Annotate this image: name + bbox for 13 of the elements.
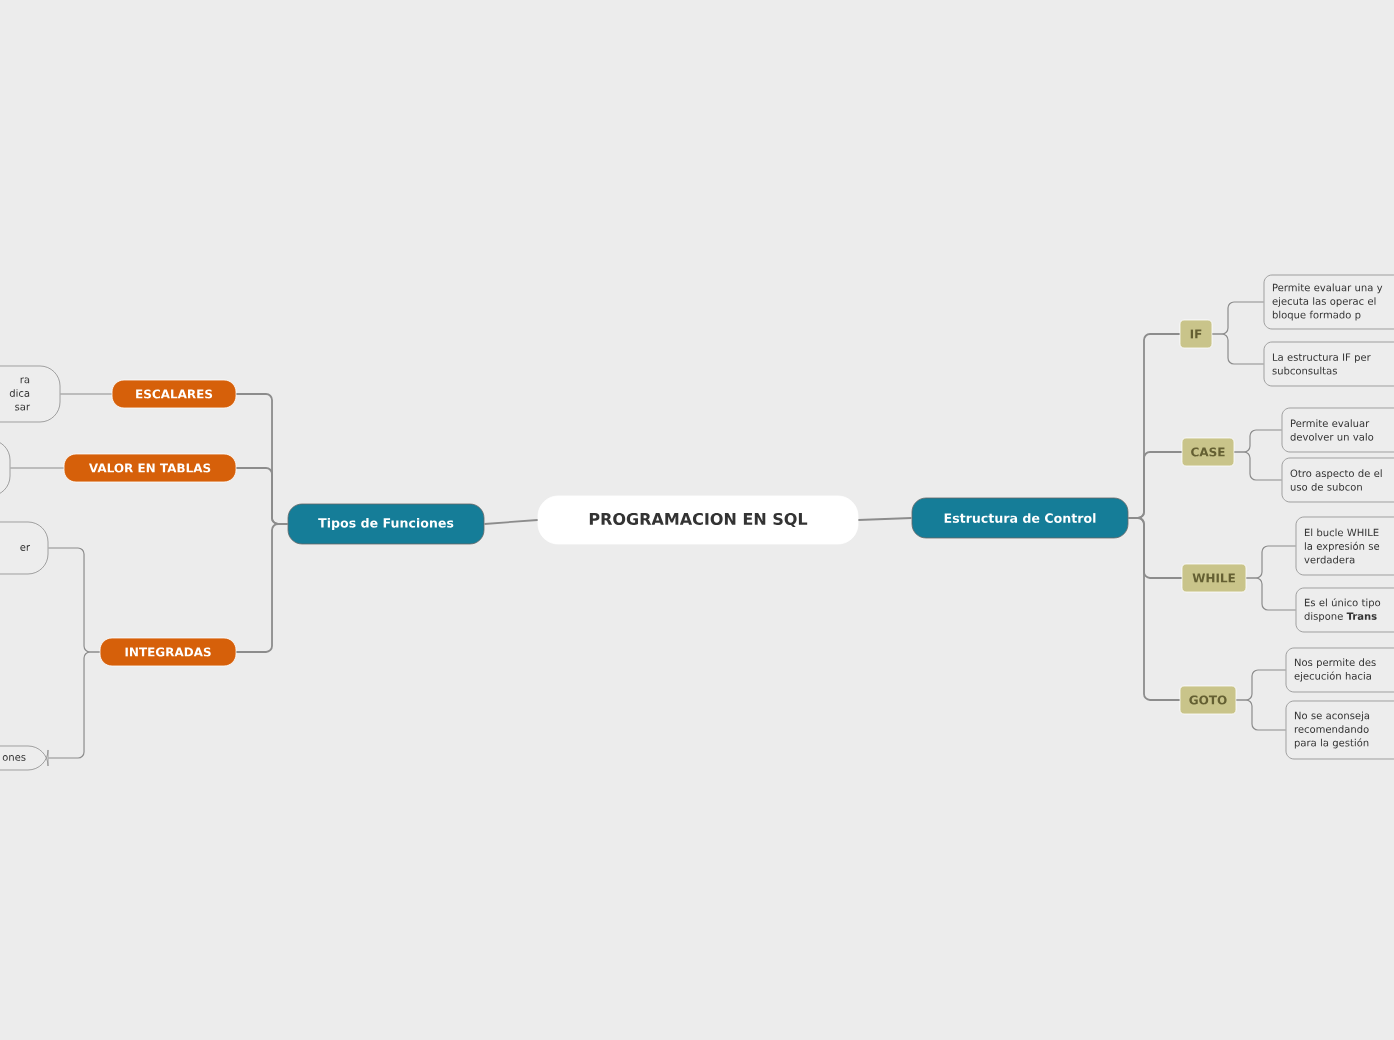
connector-line: [235, 523, 289, 653]
connector-line: [1211, 333, 1265, 365]
connector-line: [1235, 699, 1287, 731]
connector-line: [47, 651, 101, 759]
note-box: [0, 439, 11, 497]
connector-line: [59, 393, 113, 395]
connector-line: [1245, 577, 1297, 611]
connector-line: [483, 519, 539, 525]
connector-line: [1233, 451, 1283, 481]
connector-line: [857, 517, 913, 521]
central-topic: PROGRAMACION EN SQL: [537, 495, 859, 545]
connector-line: [9, 467, 65, 469]
connector-line: [1127, 517, 1181, 701]
